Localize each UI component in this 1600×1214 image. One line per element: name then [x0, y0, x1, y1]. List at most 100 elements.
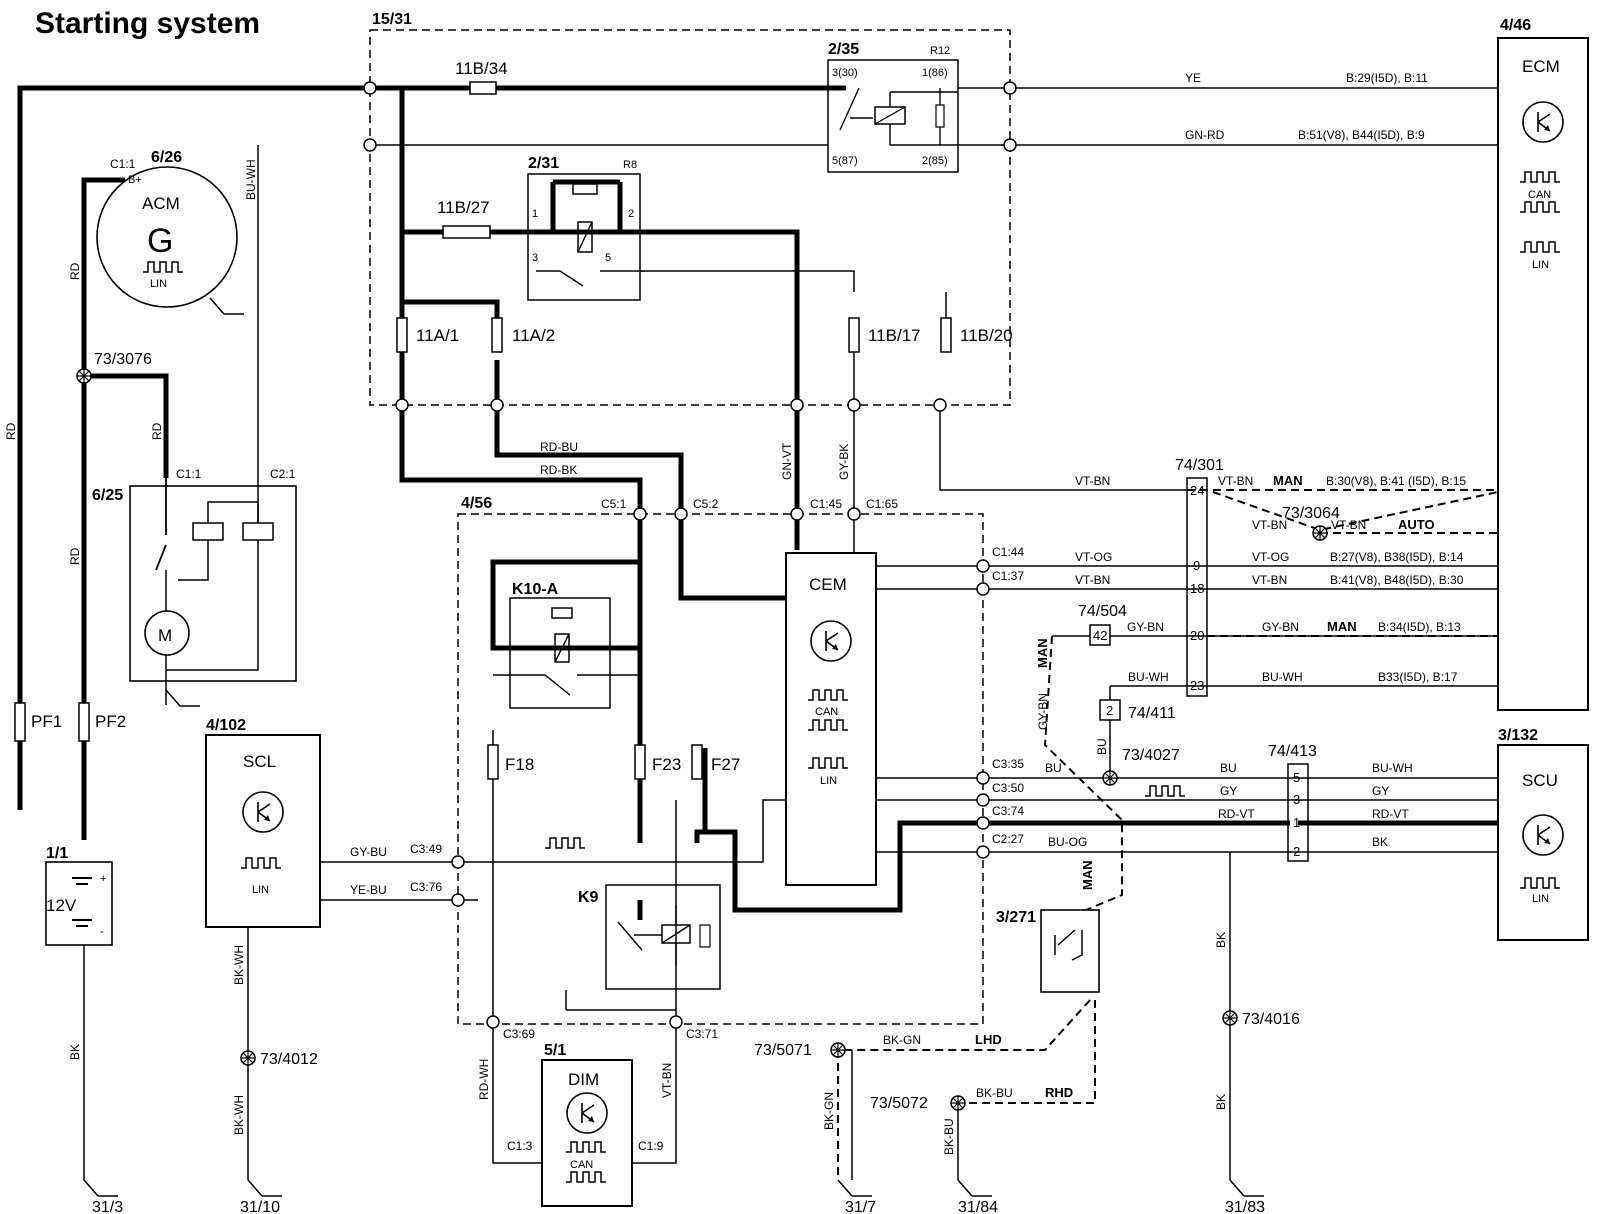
- conn-c1-9: C1:9: [638, 1139, 664, 1153]
- wire-bu-3: BU: [1220, 761, 1237, 775]
- fuse-label-11b-20: 11B/20: [960, 326, 1013, 345]
- wire-ye-bu: YE-BU: [350, 883, 387, 897]
- battery-id: 1/1: [46, 845, 68, 862]
- conn-c1-3: C1:3: [507, 1139, 533, 1153]
- connector-labels: C1:1 C1:1 C2:1 C5:1 C5:2 C1:45 C1:65 C1:…: [110, 157, 1024, 1153]
- thick-wires: [17, 85, 1498, 920]
- ecm-signal-can: CAN: [1528, 189, 1551, 201]
- scl-id: 4/102: [206, 717, 246, 734]
- scl-name: SCL: [243, 752, 276, 771]
- option-rhd: RHD: [1045, 1085, 1073, 1100]
- terminal-413-pin-1: 1: [1293, 815, 1300, 830]
- ecm-signal-lin: LIN: [1532, 259, 1549, 271]
- wire-bk-3: BK: [1214, 932, 1228, 948]
- splice-73-3076: 73/3076: [94, 351, 152, 368]
- relay-r12-pin-85: 2(85): [922, 155, 948, 167]
- conn-c3-76: C3:76: [410, 880, 442, 894]
- acm-id: 6/26: [151, 149, 182, 166]
- wire-vt-bn-2: VT-BN: [1218, 474, 1253, 488]
- option-labels: MAN AUTO MAN MAN MAN LHD RHD: [975, 473, 1435, 1100]
- cem-controller: CEM CAN LIN: [785, 552, 877, 886]
- wire-rd-4: RD: [68, 547, 82, 565]
- relay-k9: K9: [578, 884, 721, 990]
- fuses: [14, 81, 952, 780]
- connector-circles: [363, 81, 1017, 1029]
- ground-31-7: 31/7: [845, 1199, 876, 1214]
- battery: 1/1 12V + -: [45, 845, 113, 946]
- ground-31-3: 31/3: [92, 1199, 123, 1214]
- starter-id: 6/25: [92, 487, 123, 504]
- wire-bk-1: BK: [1372, 835, 1388, 849]
- acm-symbol: G: [147, 222, 173, 260]
- fuse-11b-34: [469, 81, 497, 95]
- option-auto: AUTO: [1398, 517, 1435, 532]
- fuse-label-11b-17: 11B/17: [868, 326, 921, 345]
- relay-r8-pin-1: 1: [532, 208, 538, 220]
- scu-module: 3/132 SCU LIN: [1497, 727, 1589, 941]
- wire-gn-vt: GN-VT: [780, 442, 794, 480]
- conn-c2-27: C2:27: [992, 832, 1024, 846]
- conn-c3-71: C3:71: [686, 1027, 718, 1041]
- option-lhd: LHD: [975, 1032, 1002, 1047]
- wire-rd-bu: RD-BU: [540, 440, 578, 454]
- option-man-2: MAN: [1327, 619, 1357, 634]
- relay-r12-name: R12: [930, 45, 950, 57]
- wire-bu-wh-3: BU-WH: [1372, 761, 1413, 775]
- terminal-74-413: 74/413 5 3 1 2: [1268, 743, 1317, 862]
- terminal-413-pin-3: 3: [1293, 792, 1300, 807]
- conn-c3-49: C3:49: [410, 842, 442, 856]
- fuse-f27: [691, 744, 703, 780]
- ecm-pin-2: B:51(V8), B44(I5D), B:9: [1298, 128, 1425, 142]
- wire-gy-bk: GY-BK: [837, 444, 851, 480]
- fuse-label-11a-1: 11A/1: [416, 326, 459, 345]
- wire-bk-wh-2: BK-WH: [232, 1095, 246, 1135]
- acm-generator: 6/26 B+ ACM G LIN: [96, 149, 238, 308]
- terminal-74-301: 74/301 24 9 18 20 23: [1175, 457, 1224, 697]
- dim-signal-can: CAN: [570, 1159, 593, 1171]
- terminal-413-pin-5: 5: [1293, 770, 1300, 785]
- wire-vt-bn-7: VT-BN: [660, 1063, 674, 1098]
- terminal-301-id: 74/301: [1175, 457, 1224, 474]
- terminal-411-pin: 2: [1106, 703, 1113, 718]
- dashed-wires: [837, 489, 1499, 1180]
- cem-module-box: 4/56: [457, 495, 984, 1025]
- ground-31-10: 31/10: [240, 1199, 280, 1214]
- fuse-labels: 11B/34 11B/27 11A/1 11A/2 11B/17 11B/20 …: [31, 59, 1013, 774]
- ecm-pin-labels: B:29(I5D), B:11 B:51(V8), B44(I5D), B:9 …: [1298, 71, 1466, 684]
- wire-bk-gn-1: BK-GN: [883, 1033, 921, 1047]
- terminal-301-pin-24: 24: [1190, 483, 1204, 498]
- relay-r8-pin-2: 2: [628, 208, 634, 220]
- battery-minus: -: [100, 926, 104, 938]
- relay-r12-pin-30: 3(30): [832, 67, 858, 79]
- wire-gy-bn-3: GY-BN: [1036, 693, 1050, 730]
- scl-signal-lin: LIN: [252, 884, 269, 896]
- wire-rd-vt-1: RD-VT: [1218, 807, 1255, 821]
- conn-c2-1: C2:1: [270, 467, 296, 481]
- conn-c1-65: C1:65: [866, 497, 898, 511]
- wire-rd-2: RD: [4, 422, 18, 440]
- terminal-74-411: 2 74/411: [1099, 699, 1176, 722]
- wire-bk-gn-2: BK-GN: [822, 1092, 836, 1130]
- wire-rd-vt-2: RD-VT: [1372, 807, 1409, 821]
- conn-c3-35: C3:35: [992, 757, 1024, 771]
- wire-bu-2: BU: [1045, 761, 1062, 775]
- fuse-label-f18: F18: [505, 755, 534, 774]
- wire-vt-og-1: VT-OG: [1075, 550, 1112, 564]
- splice-73-3064: 73/3064: [1282, 505, 1340, 522]
- wire-vt-bn-5: VT-BN: [1075, 573, 1110, 587]
- terminal-74-504: 74/504 42: [1078, 603, 1127, 646]
- fuse-f18: [487, 744, 499, 780]
- ecm-pin-6: B:34(I5D), B:13: [1378, 620, 1461, 634]
- scu-signal-lin: LIN: [1532, 893, 1549, 905]
- fusebox-15-31: 15/31: [369, 11, 1011, 406]
- relay-r12-id: 2/35: [828, 41, 859, 58]
- wire-gy-bn-1: GY-BN: [1127, 620, 1164, 634]
- wire-bk-bu-2: BK-BU: [942, 1118, 956, 1155]
- wire-gy-bu: GY-BU: [350, 845, 387, 859]
- fuse-label-f23: F23: [652, 755, 681, 774]
- relay-r12-pin-86: 1(86): [922, 67, 948, 79]
- fuse-11a-1: [396, 317, 408, 353]
- fuse-pf2: [78, 702, 90, 742]
- starter-motor: 6/25 M: [92, 478, 297, 707]
- wire-rd-bk: RD-BK: [540, 463, 577, 477]
